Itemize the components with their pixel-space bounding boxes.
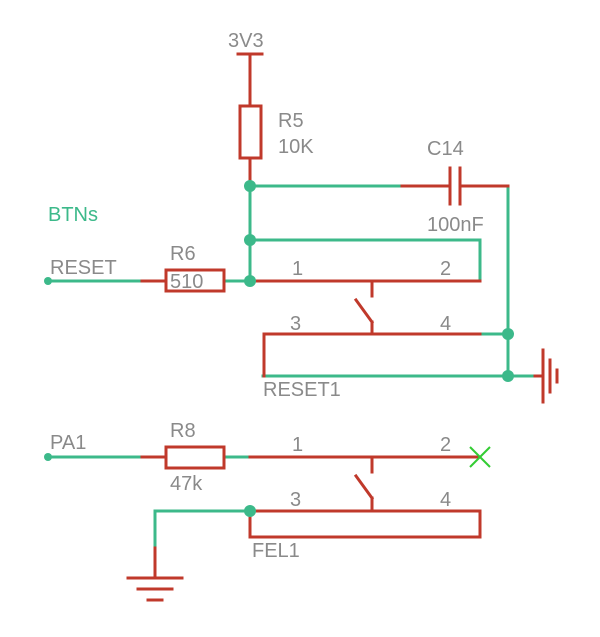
- no-connect-icon: [469, 446, 491, 468]
- fel1-pin-3: 3: [290, 489, 301, 511]
- ground-symbol-right: [533, 348, 559, 404]
- net-title: BTNs: [48, 204, 98, 226]
- resistor-r8[interactable]: [140, 445, 226, 470]
- junction-dot: [244, 505, 256, 517]
- wires-fel: [46, 455, 252, 550]
- c14-name: C14: [427, 138, 464, 160]
- fel1-pin-1: 1: [292, 434, 303, 456]
- capacitor-c14[interactable]: [400, 166, 510, 206]
- switch-fel1[interactable]: [248, 455, 482, 539]
- supply-label: 3V3: [228, 30, 264, 52]
- r8-name: R8: [170, 420, 196, 442]
- junction-dot: [244, 275, 256, 287]
- r5-name: R5: [278, 110, 304, 132]
- junction-dot: [502, 370, 514, 382]
- supply-symbol: [236, 52, 264, 108]
- net-terminal-reset: [44, 277, 52, 285]
- resistor-r5[interactable]: [238, 104, 263, 188]
- r5-value: 10K: [278, 136, 314, 158]
- net-pa1-label: PA1: [50, 432, 86, 454]
- net-reset-label: RESET: [50, 257, 117, 279]
- r8-value: 47k: [170, 473, 203, 495]
- switch-reset1[interactable]: [248, 279, 482, 378]
- reset1-pin-4: 4: [440, 313, 451, 335]
- reset1-pin-1: 1: [292, 258, 303, 280]
- r6-name: R6: [170, 243, 196, 265]
- wires-reset: [46, 184, 537, 378]
- reset1-pin-2: 2: [440, 258, 451, 280]
- net-terminal-pa1: [44, 453, 52, 461]
- junction-dot: [244, 234, 256, 246]
- fel1-name: FEL1: [252, 540, 300, 562]
- junction-dot: [244, 180, 256, 192]
- ground-symbol-bottom: [126, 546, 184, 602]
- junction-dot: [502, 328, 514, 340]
- c14-value: 100nF: [427, 214, 484, 236]
- reset1-pin-3: 3: [290, 313, 301, 335]
- fel1-pin-4: 4: [440, 489, 451, 511]
- resistor-r6[interactable]: [140, 268, 226, 293]
- fel1-pin-2: 2: [440, 434, 451, 456]
- reset1-name: RESET1: [263, 379, 341, 401]
- r6-value: 510: [170, 271, 203, 293]
